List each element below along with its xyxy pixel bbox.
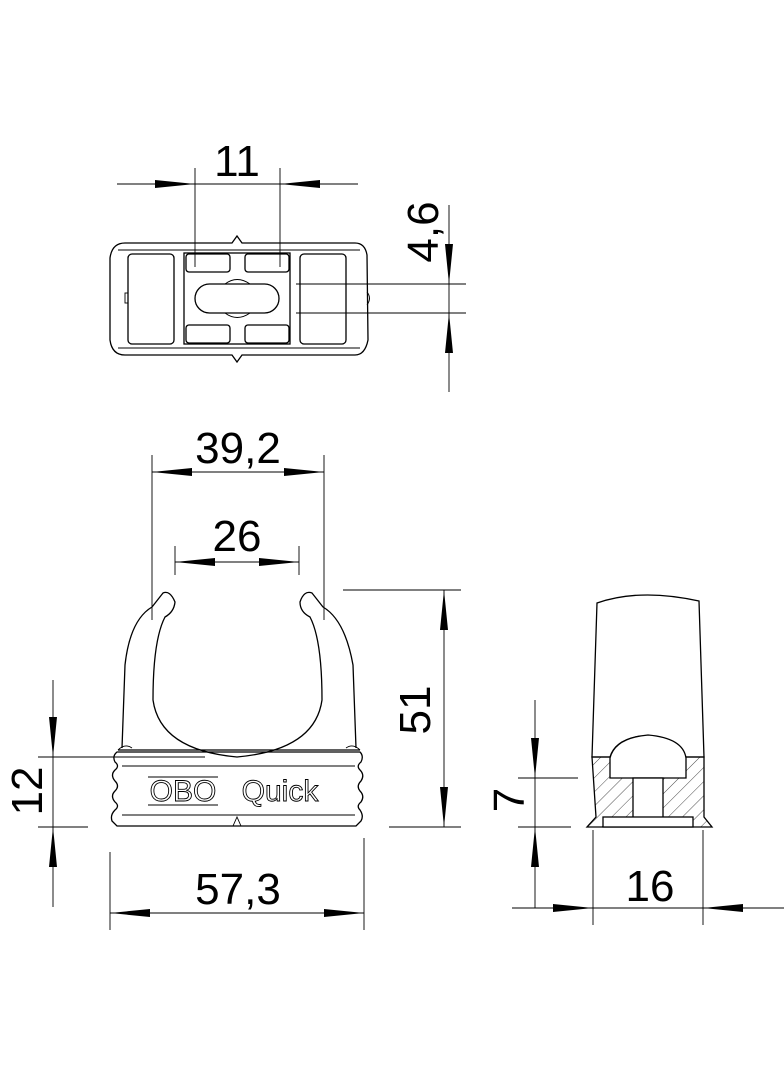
dim-base-height: 12 bbox=[3, 767, 52, 816]
logo-obo: OBO bbox=[150, 775, 217, 808]
dim-inner-opening: 26 bbox=[213, 512, 262, 561]
front-view bbox=[38, 455, 461, 930]
dim-outer-opening: 39,2 bbox=[195, 424, 281, 473]
dim-depth: 16 bbox=[626, 862, 675, 911]
logo-quick: Quick bbox=[242, 775, 320, 808]
side-view bbox=[512, 594, 784, 925]
top-view bbox=[109, 168, 466, 392]
dim-slot-spacing: 11 bbox=[214, 137, 260, 186]
dim-base-section-height: 7 bbox=[485, 788, 534, 812]
dim-slot-width: 4,6 bbox=[399, 201, 448, 262]
dim-total-height: 51 bbox=[391, 686, 440, 735]
dim-base-width: 57,3 bbox=[195, 865, 281, 914]
